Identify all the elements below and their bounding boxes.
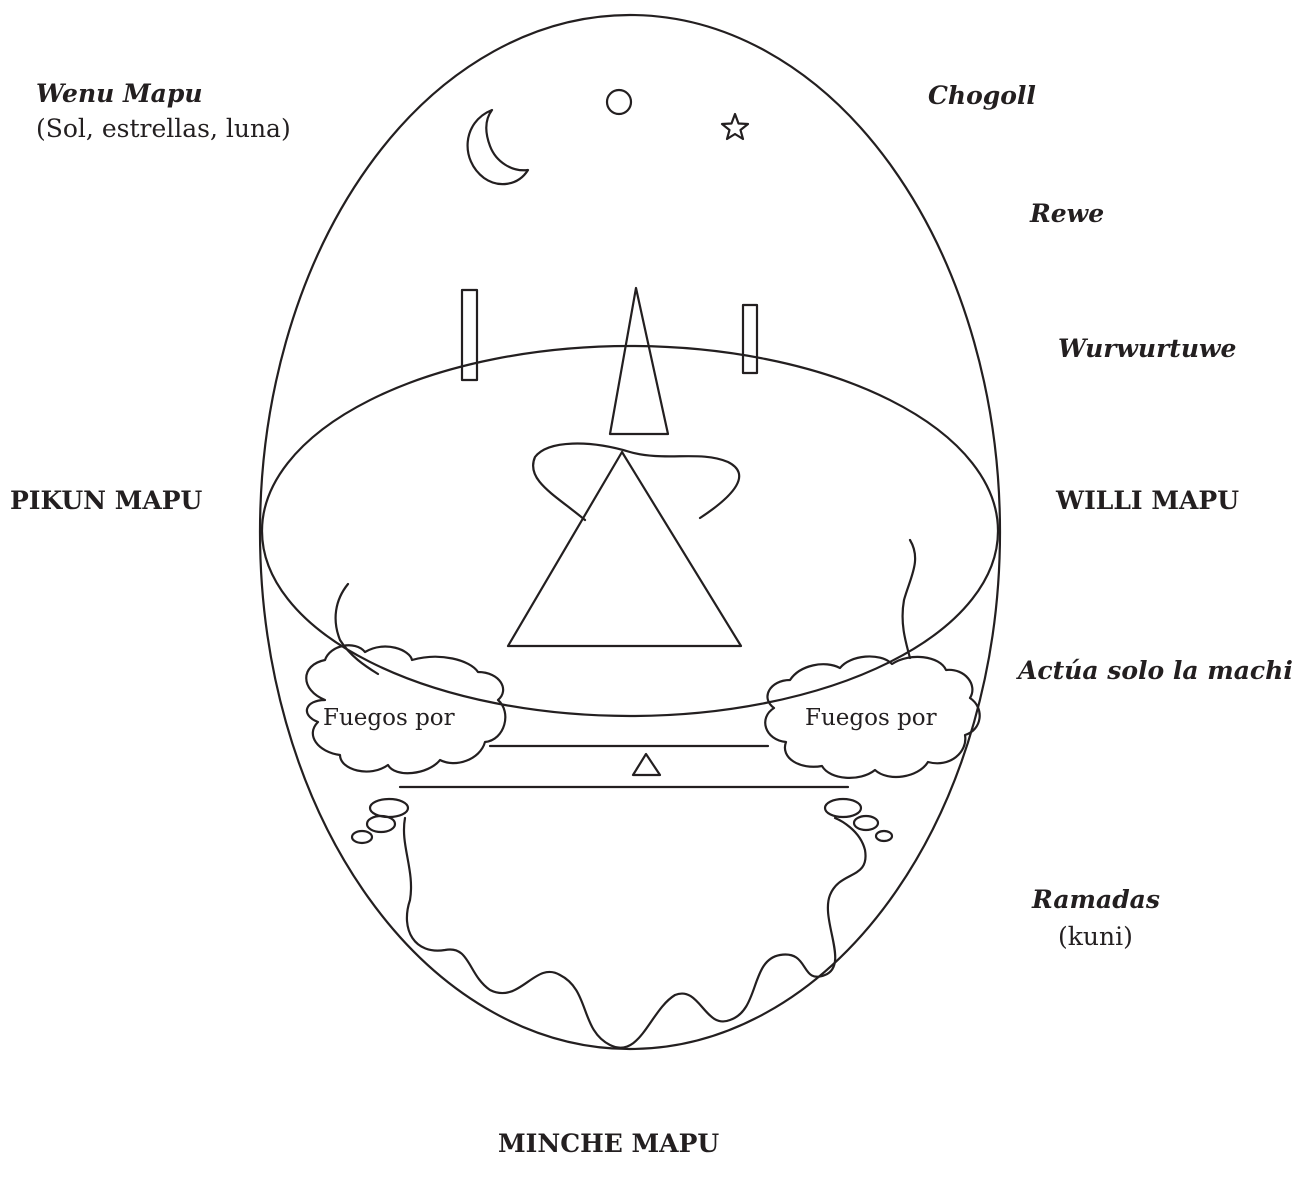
left-bubble-1 <box>370 799 408 817</box>
label-minche-mapu: MINCHE MAPU <box>498 1128 719 1160</box>
left-bubble-3 <box>352 831 372 843</box>
label-fuegos-left: Fuegos por <box>323 702 455 734</box>
outer-cosmos-ellipse <box>260 15 1000 1049</box>
label-fuegos-right: Fuegos por <box>805 702 937 734</box>
sun-icon <box>607 90 631 114</box>
right-bubble-2 <box>854 816 878 830</box>
star-icon <box>722 114 748 139</box>
label-wenu-mapu: Wenu Mapu <box>36 78 203 110</box>
right-smoke-line <box>903 540 916 658</box>
label-chogoll: Chogoll <box>928 80 1036 112</box>
wurwurtuwe-shape <box>533 444 739 520</box>
right-bubble-3 <box>876 831 892 841</box>
right-bubble-1 <box>825 799 861 817</box>
label-wurwurtuwe: Wurwurtuwe <box>1058 333 1236 365</box>
small-triangle <box>633 754 660 775</box>
label-rewe: Rewe <box>1030 198 1104 230</box>
label-wenu-mapu-subtitle: (Sol, estrellas, luna) <box>36 113 291 145</box>
minche-mapu-wavy-outline <box>404 818 866 1048</box>
moon-icon <box>468 110 528 184</box>
label-pikun-mapu: PIKUN MAPU <box>10 485 202 517</box>
label-willi-mapu: WILLI MAPU <box>1056 485 1239 517</box>
label-ramadas-subtitle: (kuni) <box>1058 921 1133 953</box>
left-smoke-line <box>336 584 378 674</box>
label-ramadas: Ramadas <box>1032 884 1160 916</box>
central-triangle <box>508 452 741 646</box>
left-bubble-2 <box>367 816 395 832</box>
right-post <box>743 305 757 373</box>
rewe-pole <box>610 288 668 434</box>
label-actua-solo-la-machi: Actúa solo la machi <box>1018 655 1293 687</box>
